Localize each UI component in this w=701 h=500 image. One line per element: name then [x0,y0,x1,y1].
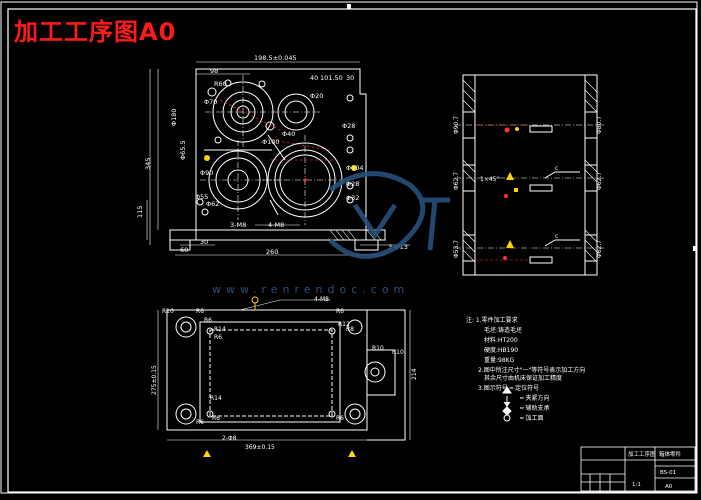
label-4-m8: 4-M8 [268,221,284,229]
dim-top-98: 98 [210,67,218,75]
corner-mark-right [693,246,697,251]
dim-phi70: Φ70 [204,98,217,106]
notes-line: ━ 加工面 [519,414,544,422]
locating-marker [351,165,357,171]
front-view [146,61,410,256]
notes-line: 重量:98KG [484,356,515,364]
dim-top-30: 30 [346,74,354,82]
bottom-dim-r10b: R10 [392,349,404,356]
bottom-view-dims [157,299,411,441]
bottom-right-dim: 214 [411,368,418,380]
bottom-hole-label: 2-Φ8 [222,435,237,442]
side-label-c2: c [555,233,558,240]
notes-line: 2.图中所注尺寸"一"等符号表示加工方向 [478,366,585,374]
watermark-text: www.renrendoc.com [212,283,410,296]
bottom-dim-r6c: R6 [214,334,222,341]
notes-line: 其余尺寸由机床保证加工精度 [484,374,562,382]
dim-right-phi20: Φ20 [310,92,323,100]
bottom-dim-r14b: R14 [210,395,222,402]
bottom-dim-r10a: R10 [162,308,174,315]
bottom-dim-r6a: R6 [196,308,204,315]
side-dim-left-2: Φ62.7 [453,172,460,190]
tb-code: BS-01 [660,470,676,476]
locating-marker [204,155,210,161]
notes-line: 3.图示符号 ━ 定位符号 [478,384,539,392]
tb-drawing-name: 加工工序图 [628,450,656,458]
watermark-logo [328,171,450,259]
bottom-dim-r8: R8 [346,326,354,333]
tb-scale: 1:1 [632,482,641,488]
notes-line: 毛坯:铸造毛坯 [484,326,522,334]
center-marker [303,178,307,182]
dim-60: 60 [180,246,188,254]
dim-top-40: 40 [310,74,318,82]
dim-r60: R60 [214,80,227,88]
dim-phi90: Φ90 [200,169,213,177]
side-label-c1: c [555,165,558,172]
notes-line: 硬度:HB190 [484,346,518,354]
notes-header: 注: 1.零件加工要求 [466,316,518,324]
side-view [462,74,598,276]
dim-right-phi32: Φ32 [346,194,359,202]
corner-mark-top [347,4,351,9]
side-chamfer: 1×45° [480,176,499,183]
bottom-dim-r14: R14 [214,326,226,333]
side-view-markers [503,127,519,260]
dim-right-phi28b: Φ28 [346,180,359,188]
bottom-dim-r6f: R6 [336,415,344,422]
dim-phi180: Φ180 [170,108,178,126]
dim-height-345: 345 [144,158,152,170]
side-dim-right-3: Φ62.7 [596,240,603,258]
front-view-hidden [219,99,340,161]
bottom-dim-r10c: R10 [372,345,384,352]
dim-260: 260 [266,248,278,256]
side-dim-right-2: Φ62.7 [596,172,603,190]
tb-sheet: A0 [665,484,673,490]
page-title: 加工工序图A0 [14,18,177,46]
bottom-dim-r6g: R6 [196,419,204,426]
label-3-m8: 3-M8 [230,221,246,229]
dim-right-phi104: Φ104 [346,164,364,172]
bottom-view [166,309,406,441]
dim-top-101: 101.50 [320,74,343,82]
bottom-dim-r6b: R6 [204,317,212,324]
bottom-dim-r6d: R6 [336,308,344,315]
dim-phi100: Φ100 [262,138,280,146]
bottom-width: 369±0.15 [245,444,275,451]
side-dim-left-3: Φ53.7 [453,240,460,258]
side-view-hidden [475,124,530,261]
title-block [580,446,696,492]
bottom-label-4-m8: 4-M8 [314,296,329,303]
dim-top-198: 198.5±0.045 [254,54,297,62]
notes-line: 材料:HT200 [484,336,518,344]
bottom-height: 275±0.15 [151,365,158,395]
dim-phi65: Φ65.5 [179,140,187,160]
notes-symbols [502,386,512,422]
side-dim-left-1: Φ90.7 [453,116,460,134]
bottom-dim-r6e: R6 [212,415,220,422]
tb-part-name: 箱体零件 [659,450,682,458]
dim-phi62: Φ62 [206,200,219,208]
notes-line: ━ 辅助支承 [519,404,550,412]
side-dim-right-1: Φ80.7 [596,116,603,134]
bottom-view-markers [203,296,356,457]
dim-right-phi28: Φ28 [342,122,355,130]
dim-phi55: Φ55 [195,193,208,201]
dim-30: 30 [200,238,208,246]
notes-line: ━ 夹紧方向 [519,394,550,402]
dim-115: 115 [136,206,144,218]
dim-phi40: Φ40 [282,130,295,138]
bottom-dim-r12: R12 [338,321,350,328]
